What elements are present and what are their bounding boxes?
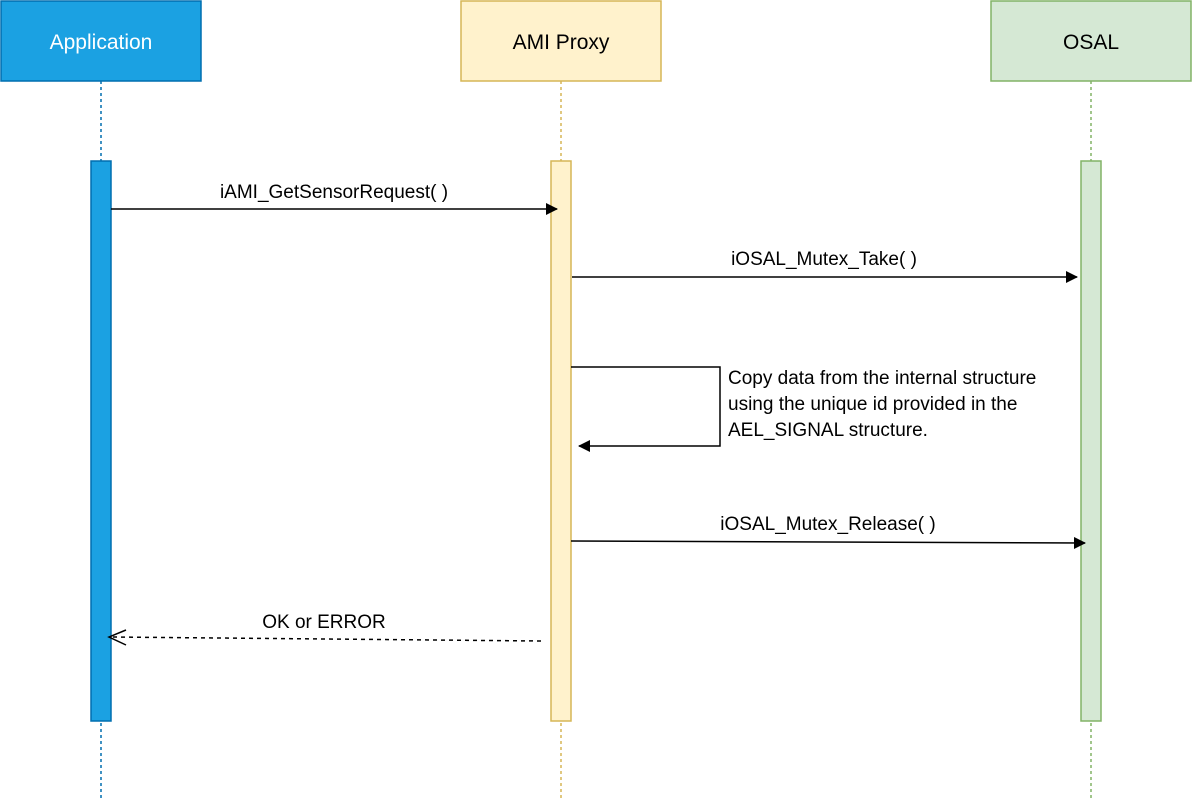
reply-label: OK or ERROR <box>262 612 386 633</box>
ami-proxy-label: AMI Proxy <box>513 31 610 54</box>
self-call-label-line2: using the unique id provided in the <box>728 394 1017 415</box>
self-call-label-line1: Copy data from the internal structure <box>728 368 1036 389</box>
reply-message[interactable]: OK or ERROR <box>107 612 542 646</box>
application-label: Application <box>50 31 153 54</box>
ami-proxy-participant[interactable]: AMI Proxy <box>460 0 662 82</box>
get-sensor-request-label: iAMI_GetSensorRequest( ) <box>220 182 448 203</box>
application-participant[interactable]: Application <box>0 0 202 82</box>
ami-proxy-activation-bar <box>550 160 572 722</box>
mutex-release-label: iOSAL_Mutex_Release( ) <box>720 514 935 535</box>
self-call-label-line3: AEL_SIGNAL structure. <box>728 420 928 441</box>
self-call-message[interactable]: Copy data from the internal structure us… <box>571 366 1036 452</box>
mutex-take-label: iOSAL_Mutex_Take( ) <box>731 249 917 270</box>
get-sensor-request-message[interactable]: iAMI_GetSensorRequest( ) <box>111 182 558 215</box>
mutex-take-message[interactable]: iOSAL_Mutex_Take( ) <box>572 249 1078 283</box>
osal-activation-bar <box>1080 160 1102 722</box>
mutex-release-message[interactable]: iOSAL_Mutex_Release( ) <box>570 514 1086 549</box>
application-activation-bar <box>90 160 112 722</box>
reply-open-arrowhead <box>107 629 127 646</box>
osal-label: OSAL <box>1063 31 1119 54</box>
osal-participant[interactable]: OSAL <box>990 0 1192 82</box>
